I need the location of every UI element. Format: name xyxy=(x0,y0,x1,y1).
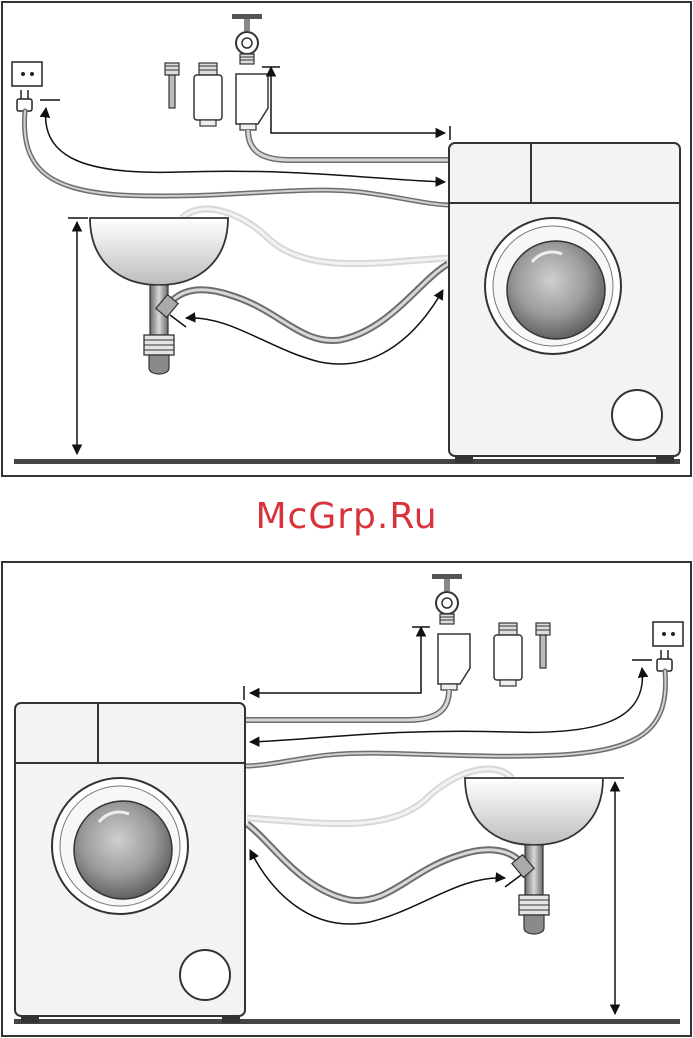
floor-line xyxy=(14,1019,680,1024)
power-plug-icon xyxy=(17,90,32,111)
hose-fitting-thin-icon xyxy=(536,623,550,668)
water-tap-icon xyxy=(432,574,462,624)
hose-fitting-straight-icon xyxy=(494,623,522,686)
water-tap-icon xyxy=(232,14,262,64)
filter-hatch xyxy=(180,950,230,1000)
machine-drum xyxy=(74,801,172,899)
power-socket-icon xyxy=(653,622,683,646)
water-inlet-hose xyxy=(245,690,449,720)
power-plug-icon xyxy=(657,650,672,671)
hose-fitting-angled-icon xyxy=(236,74,268,130)
hose-fitting-angled-icon xyxy=(438,634,470,690)
inlet-reach-arrow xyxy=(271,67,445,133)
inlet-reach-arrow xyxy=(250,627,421,693)
machine-drum xyxy=(507,241,605,339)
installation-diagram-bottom-svg xyxy=(0,560,693,1038)
water-inlet-hose xyxy=(248,130,450,160)
filter-hatch xyxy=(612,390,662,440)
washing-machine-icon xyxy=(449,143,680,463)
watermark-text: McGrp.Ru xyxy=(0,496,693,537)
hose-fitting-thin-icon xyxy=(165,63,179,108)
installation-diagram-top xyxy=(0,0,693,478)
sink-icon xyxy=(90,218,228,374)
installation-diagram-top-svg xyxy=(0,0,693,478)
hose-fitting-straight-icon xyxy=(194,63,222,126)
installation-diagram-bottom xyxy=(0,560,693,1038)
floor-line xyxy=(14,459,680,464)
washing-machine-icon xyxy=(15,703,245,1023)
sink-icon xyxy=(465,778,603,934)
power-socket-icon xyxy=(12,62,42,86)
